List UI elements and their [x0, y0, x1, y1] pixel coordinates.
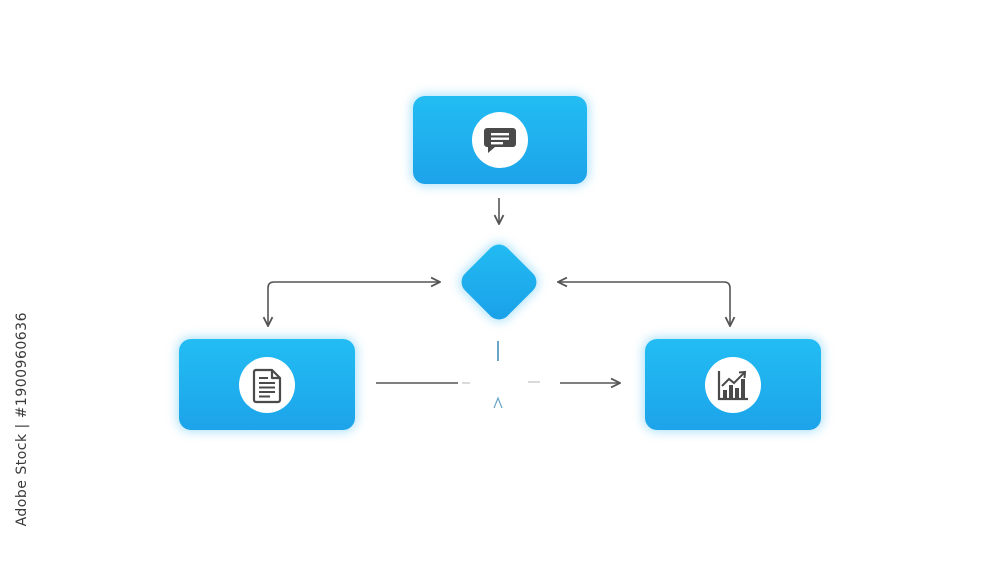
decision-fragment-mark — [493, 396, 503, 409]
stock-watermark-id: Adobe Stock | #1900960636 — [14, 312, 30, 527]
icon-badge — [705, 356, 761, 413]
flow-node-right — [645, 339, 821, 430]
flow-node-left — [179, 339, 355, 430]
chat-icon — [484, 128, 516, 153]
icon-badge — [472, 112, 528, 168]
chart-icon — [717, 370, 748, 400]
arrow-decision-right — [558, 282, 730, 326]
arrow-decision-left — [268, 282, 440, 326]
document-icon — [252, 368, 282, 403]
icon-badge — [239, 356, 295, 413]
flow-node-top — [413, 96, 587, 184]
